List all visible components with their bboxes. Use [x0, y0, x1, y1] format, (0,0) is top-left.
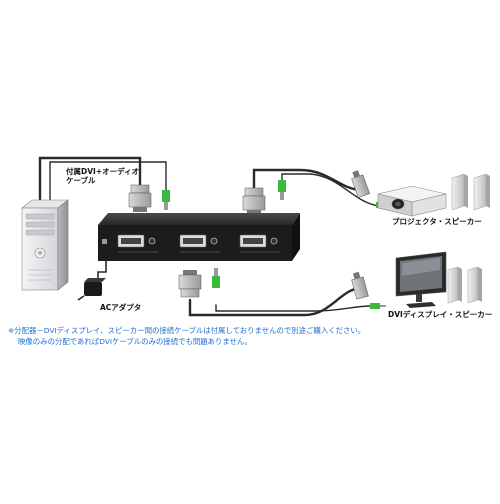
display-speaker-left: [447, 266, 462, 304]
bundled-dvi-plug: [128, 184, 152, 212]
projector-speaker-label: プロジェクタ・スピーカー: [392, 217, 482, 226]
dvi-distributor: [98, 213, 300, 261]
input-dvi-cable: [38, 156, 142, 207]
display-speaker-right: [467, 266, 482, 304]
projector-audio-plug: [278, 180, 286, 200]
projector-speaker-right: [473, 173, 490, 211]
projector-side-dvi-plug: [351, 170, 371, 199]
dvi-display-speaker-label: DVIディスプレイ・スピーカー: [388, 310, 493, 319]
projector-speaker-left: [451, 173, 468, 211]
pc-tower: [21, 199, 69, 291]
input-audio-cable: [49, 161, 167, 206]
ac-adapter: [77, 278, 106, 301]
display-audio-cable: [215, 304, 373, 312]
cables: [38, 156, 381, 317]
projector-dvi-plug: [242, 187, 266, 215]
audio-port-output-1: [210, 237, 218, 245]
ac-adapter-label: ACアダプタ: [100, 303, 142, 312]
display-dvi-cable: [188, 286, 362, 317]
display-audio-plug: [212, 268, 220, 288]
display-dvi-plug: [178, 270, 202, 298]
audio-port-output-2: [270, 237, 278, 245]
bundled-audio-plug: [162, 190, 170, 210]
bundled-cable-label: 付属DVI+オーディオ ケーブル: [66, 167, 140, 185]
dvi-display: [395, 251, 447, 308]
display-side-audio-plug: [370, 303, 386, 309]
note-line-2: 映像のみの分配であればDVIケーブルのみの接続でも問題ありません。: [18, 337, 252, 346]
audio-port-input: [148, 237, 156, 245]
note-line-1: ※分配器－DVIディスプレイ、スピーカー間の接続ケーブルは付属しておりませんので…: [8, 326, 366, 335]
projector: [377, 185, 447, 217]
power-port: [102, 239, 107, 244]
projector-dvi-cable: [252, 168, 364, 192]
display-side-dvi-plug: [351, 271, 369, 300]
projector-audio-cable: [281, 173, 381, 207]
